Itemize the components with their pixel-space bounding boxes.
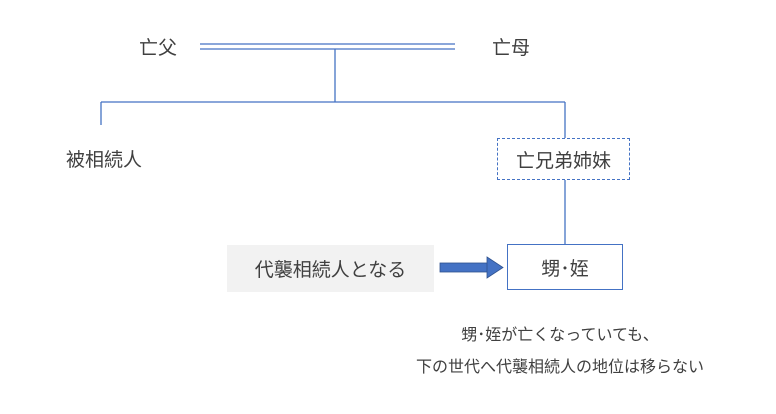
- nephew-niece-box: 甥･姪: [507, 244, 623, 290]
- arrow-head: [486, 256, 504, 279]
- deceased-mother-label: 亡母: [492, 37, 531, 59]
- deceased-siblings-box: 亡兄弟姉妹: [497, 138, 630, 180]
- representative-heir-label: 代襲相続人となる: [254, 259, 407, 281]
- note-line-1: 甥･姪が亡くなっていても、: [461, 325, 659, 344]
- deceased-siblings-label: 亡兄弟姉妹: [515, 149, 611, 172]
- decedent-label: 被相続人: [66, 149, 143, 171]
- nephew-niece-label: 甥･姪: [541, 257, 589, 280]
- representative-heir-box: 代襲相続人となる: [227, 245, 434, 292]
- note-line-2: 下の世代へ代襲相続人の地位は移らない: [415, 357, 704, 376]
- arrow-shaft: [439, 262, 489, 273]
- deceased-father-label: 亡父: [139, 37, 178, 59]
